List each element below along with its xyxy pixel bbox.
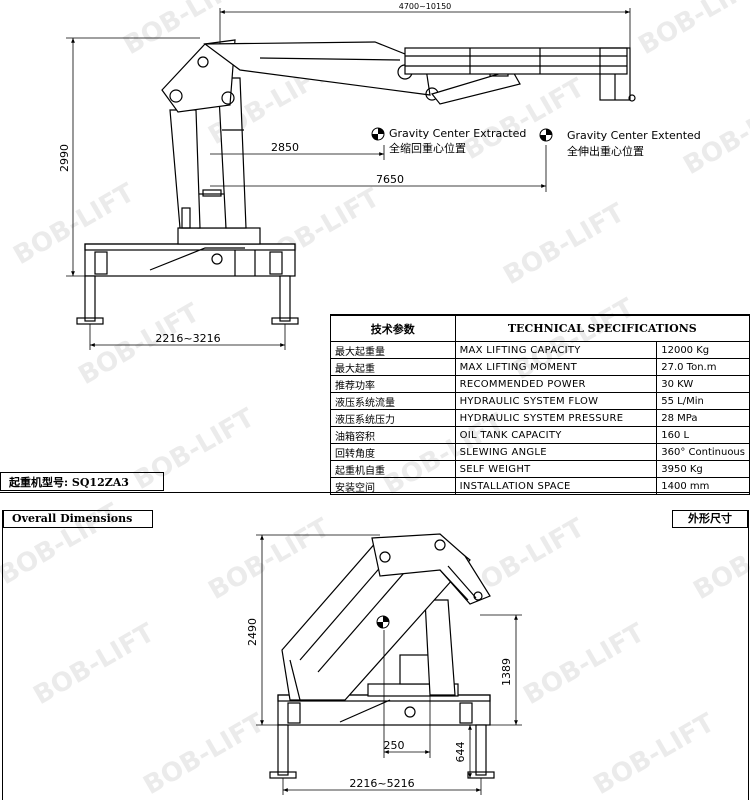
spec-value: 55 L/Min — [656, 392, 750, 410]
spec-value: 160 L — [656, 426, 750, 444]
overall-dimensions-title-cn: 外形尺寸 — [672, 510, 748, 528]
height-label: 2990 — [58, 144, 71, 172]
spec-cn: 油箱容积 — [330, 426, 456, 444]
frame-right-edge — [748, 510, 749, 800]
overall-height-label: 2490 — [246, 618, 259, 646]
gravity-extended-cn: 全伸出重心位置 — [567, 144, 644, 158]
spec-en: HYDRAULIC SYSTEM FLOW — [454, 392, 658, 410]
spec-en: SELF WEIGHT — [454, 460, 658, 478]
gravity-extracted-dist-label: 2850 — [271, 141, 299, 154]
watermark: BOB-LIFT — [634, 0, 750, 61]
top-dimensions — [66, 8, 631, 350]
frame-top-divider — [330, 314, 750, 315]
spec-table-header: 技术参数 TECHNICAL SPECIFICATIONS — [330, 315, 750, 342]
top-crane-drawing — [76, 39, 636, 325]
spec-en: RECOMMENDED POWER — [454, 375, 658, 393]
spec-cn: 液压系统流量 — [330, 392, 456, 410]
overall-outrigger-span-label: 2216~5216 — [349, 777, 414, 790]
spec-cn: 推荐功率 — [330, 375, 456, 393]
watermark: BOB-LIFT — [29, 618, 161, 711]
watermark: BOB-LIFT — [499, 198, 631, 291]
spec-en: MAX LIFTING CAPACITY — [454, 341, 658, 359]
gravity-center-extracted-icon — [371, 127, 385, 141]
spec-en: SLEWING ANGLE — [454, 443, 658, 461]
frame-left-edge — [2, 510, 3, 800]
spec-en: INSTALLATION SPACE — [454, 477, 658, 495]
spec-cn: 液压系统压力 — [330, 409, 456, 427]
base-height-label: 1389 — [500, 658, 513, 686]
spec-value: 3950 Kg — [656, 460, 750, 478]
overall-dimensions-title: Overall Dimensions — [3, 510, 153, 528]
spec-cn: 安装空间 — [330, 477, 456, 495]
spec-value: 360° Continuous — [656, 443, 750, 461]
outrigger-span-label: 2216~3216 — [155, 332, 220, 345]
folded-crane-drawing — [269, 533, 495, 779]
spec-value: 1400 mm — [656, 477, 750, 495]
gravity-extracted-cn: 全缩回重心位置 — [389, 141, 466, 155]
gravity-center-extended-icon — [539, 128, 553, 142]
overall-dimensions-lines — [256, 534, 522, 795]
spec-en: MAX LIFTING MOMENT — [454, 358, 658, 376]
leg-height-label: 644 — [454, 742, 467, 763]
watermark: BOB-LIFT — [589, 708, 721, 800]
folded-gravity-center-icon — [376, 615, 390, 629]
spec-value: 27.0 Ton.m — [656, 358, 750, 376]
watermark: BOB-LIFT — [139, 708, 271, 800]
spec-value: 12000 Kg — [656, 341, 750, 359]
column-offset-label: 250 — [384, 739, 405, 752]
gravity-extended-dist-label: 7650 — [376, 173, 404, 186]
spec-value: 30 KW — [656, 375, 750, 393]
spec-cn: 最大起重 — [330, 358, 456, 376]
spec-cn: 起重机自重 — [330, 460, 456, 478]
reach-range-label: 4700~10150 — [399, 2, 452, 11]
spec-en: OIL TANK CAPACITY — [454, 426, 658, 444]
watermark: BOB-LIFT — [204, 513, 336, 606]
spec-en: HYDRAULIC SYSTEM PRESSURE — [454, 409, 658, 427]
model-label: 起重机型号: SQ12ZA3 — [0, 472, 164, 491]
watermark: BOB-LIFT — [519, 618, 651, 711]
spec-header-en: TECHNICAL SPECIFICATIONS — [454, 315, 750, 342]
gravity-extended-en: Gravity Center Extented — [567, 129, 701, 142]
spec-cn: 回转角度 — [330, 443, 456, 461]
gravity-extracted-en: Gravity Center Extracted — [389, 127, 526, 140]
spec-value: 28 MPa — [656, 409, 750, 427]
spec-header-cn: 技术参数 — [330, 315, 456, 342]
spec-cn: 最大起重量 — [330, 341, 456, 359]
